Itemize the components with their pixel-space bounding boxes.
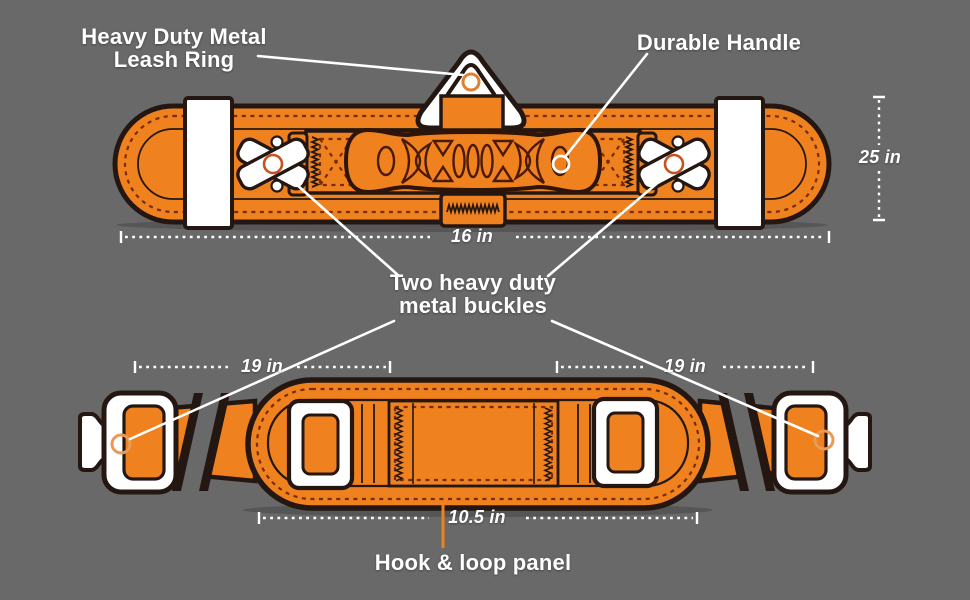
leader-buckle-bottom-left xyxy=(128,319,396,441)
end-buckle-right-target xyxy=(813,429,835,451)
leader-buckle-top-left xyxy=(285,174,401,278)
end-buckle-right xyxy=(771,390,872,495)
buckles-label-line1: Two heavy duty xyxy=(389,270,557,295)
break-mark-right xyxy=(718,393,775,491)
dim-left-strap xyxy=(133,361,392,373)
durable-handle-label: Durable Handle xyxy=(636,30,802,55)
zigzag-tab xyxy=(439,192,507,228)
bottom-belt xyxy=(78,377,872,517)
handle-grip xyxy=(343,127,603,195)
dim-panel-length xyxy=(257,512,699,524)
leader-handle xyxy=(563,52,649,159)
top-harness xyxy=(112,49,832,232)
leash-ring-label-line1: Heavy Duty Metal xyxy=(81,24,267,49)
leash-ring-tab xyxy=(439,94,505,132)
hook-loop-panel xyxy=(387,399,560,488)
buckle-x-right xyxy=(636,131,711,197)
leader-buckle-bottom-right xyxy=(550,319,820,438)
leash-ring-target xyxy=(461,72,481,92)
dim-right-strap xyxy=(555,361,815,373)
dim-left-strap-label: 19 in xyxy=(240,356,284,376)
zigzag-stitch-left xyxy=(309,136,321,188)
dim-panel-length-label: 10.5 in xyxy=(448,507,506,527)
buckle-right-target xyxy=(663,153,685,175)
dim-right-strap-label: 19 in xyxy=(663,356,707,376)
dim-top-height-label: 25 in xyxy=(858,147,902,167)
buckle-x-left xyxy=(236,131,310,197)
belt-strap-left xyxy=(183,96,234,230)
belt-stitch-outer xyxy=(123,114,821,214)
slider-buckle-right xyxy=(591,396,660,489)
leash-ring-label-line2: Leash Ring xyxy=(113,47,235,72)
leader-lines xyxy=(128,52,820,441)
buckle-left-target xyxy=(262,153,284,175)
end-buckle-left xyxy=(78,390,179,495)
break-mark-left xyxy=(172,393,230,491)
dim-top-length-label: 16 in xyxy=(450,226,494,246)
handle-target xyxy=(551,154,571,174)
panel-zigzag-left xyxy=(393,407,405,482)
panel-zigzag-right xyxy=(542,407,554,482)
dim-top-length xyxy=(119,231,831,243)
zigzag-stitch-right xyxy=(623,136,635,188)
slider-buckle-left xyxy=(286,398,355,491)
end-buckle-left-target xyxy=(110,433,132,455)
buckles-label-line2: metal buckles xyxy=(398,293,548,318)
hook-loop-panel-label: Hook & loop panel xyxy=(374,550,572,575)
leader-leash-ring xyxy=(256,54,465,77)
belt-strap-right xyxy=(714,96,765,230)
leader-buckle-top-right xyxy=(546,178,663,278)
dim-top-height xyxy=(873,95,885,222)
